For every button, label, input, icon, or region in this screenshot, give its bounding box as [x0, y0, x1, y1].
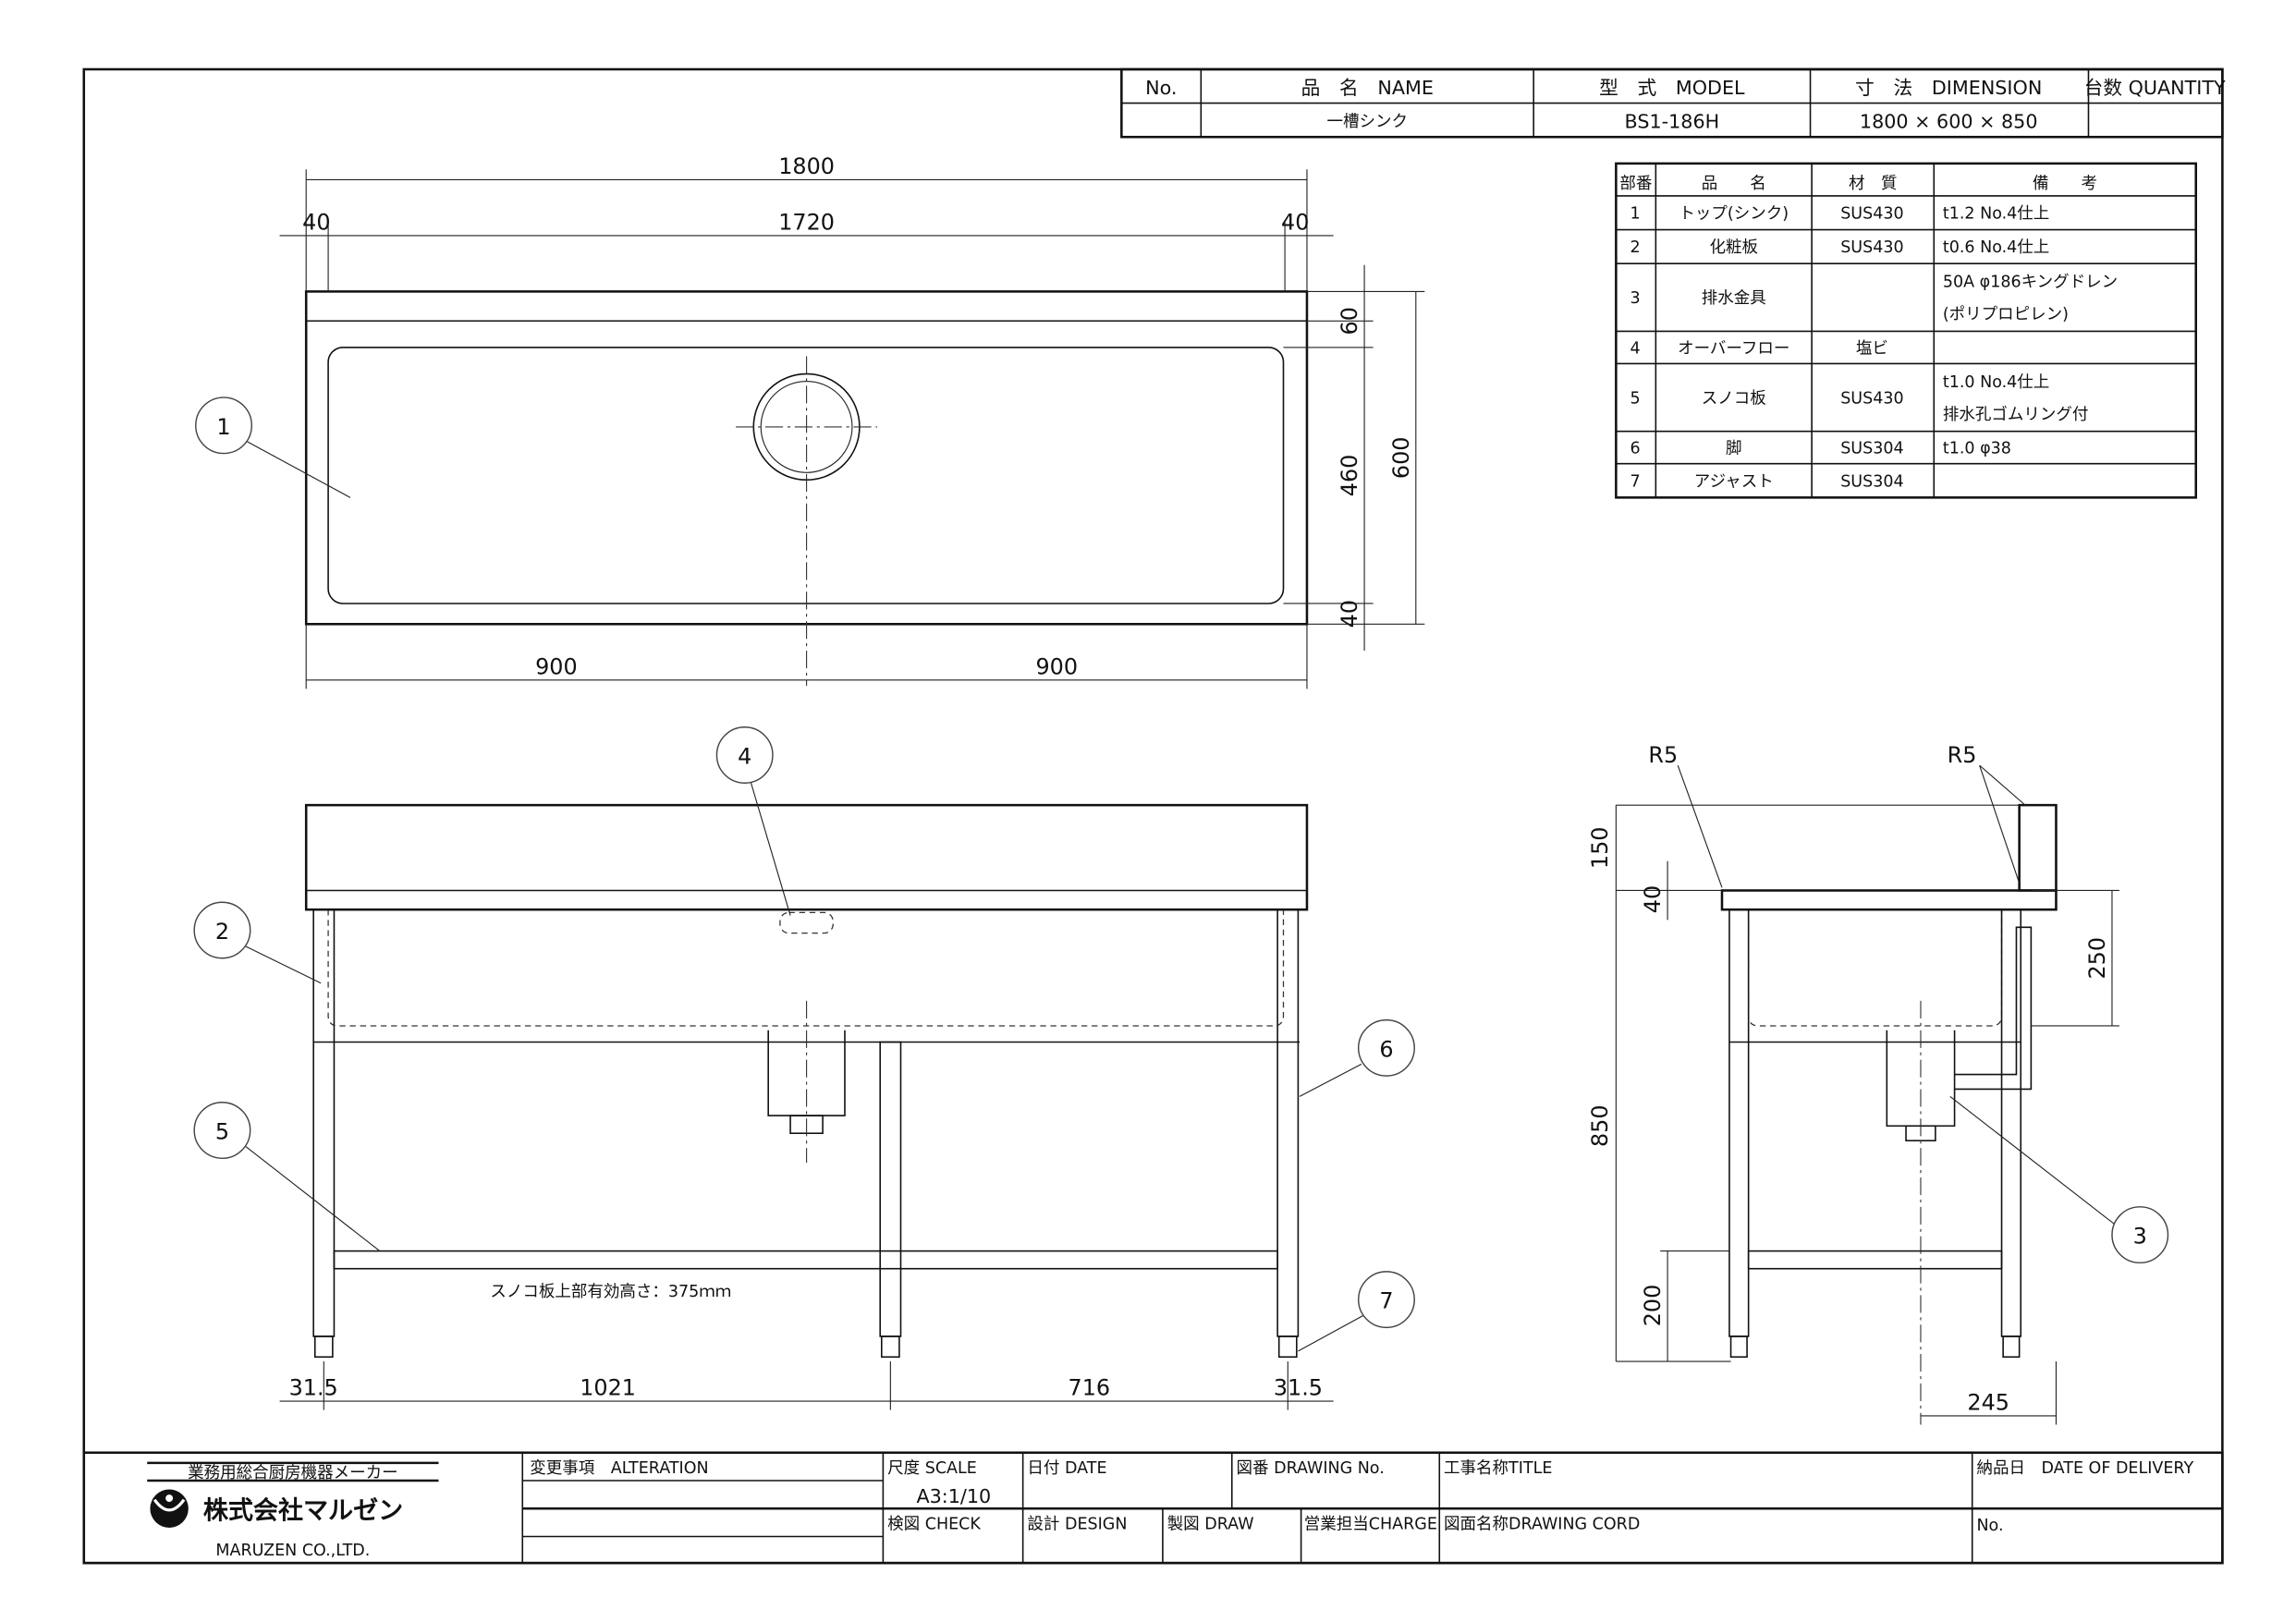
- parts-header: 部番: [1619, 175, 1652, 193]
- parts-header: 材 質: [1849, 175, 1898, 193]
- balloon-5: 5: [215, 1119, 229, 1145]
- dim-half-right: 900: [1035, 653, 1078, 679]
- part-number: 7: [1630, 472, 1640, 491]
- part-note: t1.0 φ38: [1943, 440, 2011, 458]
- part-note: (ポリプロピレン): [1943, 306, 2069, 324]
- part-note: t1.2 No.4仕上: [1943, 205, 2049, 224]
- company-name-jp: 株式会社マルゼン: [203, 1495, 403, 1525]
- part-number: 2: [1630, 238, 1640, 257]
- part-name: 排水金具: [1702, 289, 1766, 308]
- product-model: BS1-186H: [1625, 111, 1720, 133]
- title-block: 業務用総合厨房機器メーカー 株式会社マルゼン MARUZEN CO.,LTD. …: [82, 1451, 2224, 1565]
- design-label: 設計 DESIGN: [1027, 1516, 1127, 1534]
- dim-back: 60: [1337, 307, 1362, 335]
- part-note: 排水孔ゴムリング付: [1943, 405, 2089, 424]
- top-view: 1800 1720 40 40 900 900 60 460 40 600: [279, 153, 1425, 689]
- balloon-3: 3: [2133, 1224, 2147, 1250]
- dim-half-left: 900: [535, 653, 578, 679]
- drawing-border: [82, 67, 2224, 1565]
- dim-bowl-depth-side: 250: [2084, 937, 2110, 980]
- scale-label: 尺度 SCALE: [887, 1459, 977, 1478]
- company-name-en: MARUZEN CO.,LTD.: [215, 1542, 370, 1560]
- part-material: SUS304: [1840, 472, 1903, 491]
- header-no-label: No.: [1145, 77, 1177, 99]
- header-table: No. 品 名 NAME 型 式 MODEL 寸 法 DIMENSION 台数 …: [1120, 67, 2226, 139]
- balloon-1: 1: [216, 414, 230, 440]
- header-name-label: 品 名 NAME: [1301, 77, 1434, 99]
- charge-label: 営業担当CHARGE: [1304, 1516, 1437, 1534]
- balloon-2: 2: [215, 919, 229, 945]
- dim-span-2: 716: [1069, 1375, 1111, 1401]
- header-quantity-label: 台数 QUANTITY: [2084, 77, 2226, 99]
- balloon-6: 6: [1379, 1036, 1393, 1062]
- balloon-7: 7: [1379, 1288, 1393, 1314]
- dim-left-offset: 31.5: [289, 1375, 338, 1401]
- shelf-note: スノコ板上部有効高さ：375ｍｍ: [490, 1283, 731, 1301]
- part-note: 50A φ186キングドレン: [1943, 274, 2118, 292]
- dim-height: 850: [1587, 1104, 1613, 1147]
- part-number: 6: [1630, 440, 1640, 458]
- dim-right-edge: 40: [1281, 210, 1309, 236]
- part-name: 化粧板: [1709, 238, 1758, 257]
- drawing-no-label: 図番 DRAWING No.: [1237, 1459, 1385, 1478]
- dim-front: 40: [1337, 600, 1362, 628]
- header-model-label: 型 式 MODEL: [1599, 77, 1745, 99]
- product-dimension: 1800 × 600 × 850: [1860, 111, 2038, 133]
- title-label: 工事名称TITLE: [1444, 1459, 1552, 1478]
- part-number: 3: [1630, 289, 1640, 308]
- part-balloons: 1 2 3 4 5 6 7: [193, 396, 2169, 1352]
- product-name: 一槽シンク: [1327, 113, 1409, 131]
- dim-top-thickness: 40: [1640, 885, 1666, 913]
- dim-inner-width: 1720: [778, 210, 835, 236]
- part-material: SUS430: [1840, 238, 1903, 257]
- part-name: 脚: [1726, 440, 1742, 458]
- front-view: スノコ板上部有効高さ：375ｍｍ 31.5 1021 716 31.5: [279, 803, 1334, 1410]
- part-material: SUS304: [1840, 440, 1903, 458]
- parts-header: 備 考: [2033, 175, 2097, 193]
- part-number: 5: [1630, 389, 1640, 408]
- parts-header: 品 名: [1702, 175, 1766, 193]
- header-dimension-label: 寸 法 DIMENSION: [1855, 77, 2042, 99]
- drawing-cord-label: 図面名称DRAWING CORD: [1444, 1516, 1640, 1534]
- alteration-label: 変更事項 ALTERATION: [530, 1459, 708, 1478]
- dim-backsplash: 150: [1587, 827, 1613, 870]
- part-material: SUS430: [1840, 389, 1903, 408]
- part-name: オーバーフロー: [1678, 339, 1789, 358]
- part-note: t1.0 No.4仕上: [1943, 373, 2049, 392]
- overflow: [779, 911, 834, 934]
- dim-drain-position: 245: [1967, 1390, 2009, 1416]
- dim-left-edge: 40: [302, 210, 330, 236]
- part-note: t0.6 No.4仕上: [1943, 238, 2049, 257]
- side-view: R5 R5 150 40 250 850 200 245: [1587, 742, 2119, 1425]
- maker-tagline: 業務用総合厨房機器メーカー: [188, 1464, 398, 1482]
- dim-shelf-height: 200: [1640, 1285, 1666, 1327]
- dim-span-1: 1021: [580, 1375, 636, 1401]
- dim-overall-width: 1800: [778, 153, 835, 179]
- check-label: 検図 CHECK: [887, 1516, 981, 1534]
- delivery-no-label: No.: [1976, 1517, 2003, 1535]
- part-name: トップ(シンク): [1679, 205, 1789, 224]
- balloon-4: 4: [738, 744, 751, 770]
- part-name: スノコ板: [1702, 389, 1766, 408]
- radius-label-front: R5: [1648, 742, 1678, 768]
- dim-right-offset: 31.5: [1274, 1375, 1323, 1401]
- dim-bowl-depth: 460: [1337, 455, 1362, 497]
- part-name: アジャスト: [1694, 472, 1774, 491]
- radius-label-back: R5: [1948, 742, 1977, 768]
- dim-depth: 600: [1388, 437, 1414, 480]
- maruzen-logo-icon: [150, 1489, 189, 1528]
- part-number: 1: [1630, 205, 1640, 224]
- part-material: 塩ビ: [1856, 339, 1888, 358]
- date-label: 日付 DATE: [1027, 1459, 1106, 1478]
- scale-value: A3:1/10: [916, 1485, 991, 1507]
- part-number: 4: [1630, 339, 1640, 358]
- slatted-shelf: [333, 1250, 1278, 1270]
- delivery-date-label: 納品日 DATE OF DELIVERY: [1976, 1459, 2193, 1478]
- parts-table: 部番 品 名 材 質 備 考 1 トップ(シンク) SUS430 t1.2 No.4仕上 2 化粧…: [1615, 162, 2197, 499]
- draw-label: 製図 DRAW: [1167, 1516, 1254, 1534]
- part-material: SUS430: [1840, 205, 1903, 224]
